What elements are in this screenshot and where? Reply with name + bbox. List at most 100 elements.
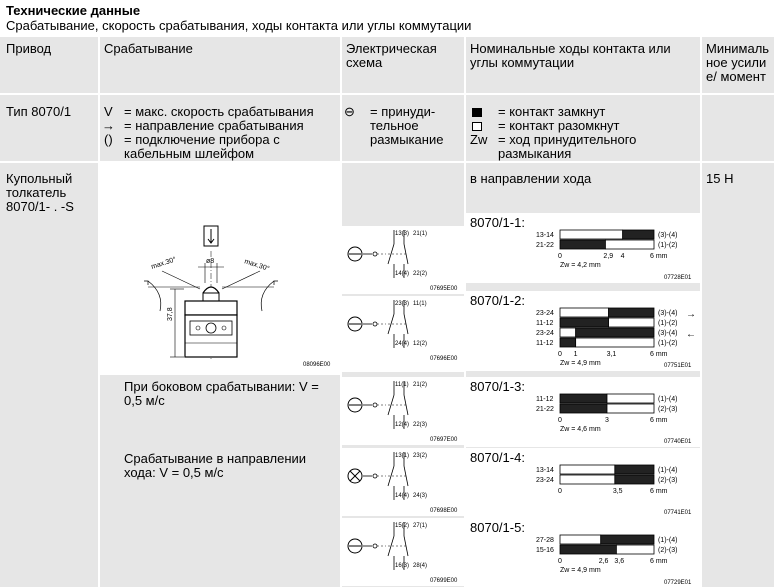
open-segment	[608, 317, 655, 328]
open-contact-text: = контакт разомкнут	[498, 118, 620, 133]
scheme-panel	[342, 518, 464, 586]
closed-segment	[559, 403, 608, 414]
terminal-pair-label: (1)-(2)	[658, 320, 677, 327]
open-segment	[606, 393, 655, 404]
header-strokes: Номинальные ходы контакта или углы комму…	[470, 41, 671, 70]
tick-label: 4	[621, 253, 625, 260]
along-actuation-text: Срабатывание в направлении хода: V = 0,5…	[124, 451, 307, 480]
terminal-pair-label: (1)-(2)	[658, 242, 677, 249]
height-label: 37,8	[167, 307, 174, 321]
forced-break-text: = принуди- тельное размыкание	[370, 104, 444, 147]
legend-arrow-text: = направление срабатывания	[124, 118, 304, 133]
tick-label: 2,6	[599, 558, 609, 565]
terminal-label: 12(2)	[413, 341, 427, 347]
terminal-pair-label: (3)-(4)	[658, 330, 677, 337]
terminal-label: 16(3)	[395, 563, 409, 569]
model-label: 8070/1-5:	[470, 520, 525, 535]
tick-label: 0	[558, 558, 562, 565]
terminal-label: 23(3)	[395, 301, 409, 307]
direction-label: в направлении хода	[470, 171, 592, 186]
open-segment	[559, 534, 602, 545]
tick-label: 6 mm	[650, 558, 668, 565]
wiring-scheme: 13(1)23(2)14(4)24(3)07698E00	[347, 452, 458, 514]
page-subtitle: Срабатывание, скорость срабатывания, ход…	[6, 18, 472, 33]
header-actuator: Привод	[6, 41, 52, 56]
legend-row	[0, 95, 774, 161]
zw-value: Zw = 4,9 mm	[560, 567, 601, 574]
terminal-pair-label: (3)-(4)	[658, 232, 677, 239]
closed-segment	[608, 307, 655, 318]
terminal-label: 21(1)	[413, 231, 427, 237]
tick-label: 0	[558, 488, 562, 495]
terminal-pair-label: (2)-(3)	[658, 406, 677, 413]
model-label: 8070/1-3:	[470, 379, 525, 394]
terminal-label: 13(3)	[395, 231, 409, 237]
col-divider	[464, 37, 466, 587]
max-angle-left-label: max.30°	[150, 255, 177, 271]
open-segment	[559, 229, 624, 240]
type-label: Тип 8070/1	[6, 104, 72, 119]
scheme-panel	[342, 296, 464, 372]
tick-label: 6 mm	[650, 253, 668, 260]
tick-label: 2,9	[603, 253, 613, 260]
stroke-chart: 23-24(3)-(4)→11-12(1)-(2)23-24(3)-(4)←11…	[536, 307, 696, 369]
max-angle-right-label: max.30°	[243, 257, 270, 273]
open-segment	[559, 327, 577, 338]
terminal-label: 11(1)	[413, 301, 427, 307]
zw-value: Zw = 4,2 mm	[560, 262, 601, 269]
open-contact-icon	[472, 122, 482, 131]
closed-contact-icon	[472, 108, 482, 117]
drawing-code: 08096E00	[303, 362, 331, 368]
scheme-code: 07695E00	[430, 286, 458, 292]
terminal-label: 27(1)	[413, 523, 427, 529]
contact-label: 21-22	[536, 406, 554, 413]
tick-label: 3,5	[613, 488, 623, 495]
scheme-panel	[342, 226, 464, 294]
diameter-label: ø8	[206, 258, 214, 265]
tick-label: 1	[574, 351, 578, 358]
arrow-left-icon: ←	[686, 329, 696, 340]
zw-value: Zw = 4,9 mm	[560, 360, 601, 367]
actuator-name: Купольный толкатель 8070/1- . -S	[6, 171, 74, 214]
contact-label: 23-24	[536, 330, 554, 337]
scheme-code: 07696E00	[430, 356, 458, 362]
tick-label: 6 mm	[650, 488, 668, 495]
wiring-scheme: 13(3)21(1)14(4)22(2)07695E00	[347, 230, 458, 292]
closed-segment	[622, 229, 655, 240]
terminal-pair-label: (3)-(4)	[658, 310, 677, 317]
open-segment	[605, 239, 655, 250]
terminal-pair-label: (2)-(3)	[658, 477, 677, 484]
closed-segment	[575, 327, 655, 338]
open-segment	[559, 474, 616, 485]
tick-label: 3	[605, 417, 609, 424]
chart-code: 07751E01	[664, 363, 692, 369]
legend-arrow-symbol: →	[102, 118, 115, 133]
contact-label: 11-12	[536, 340, 553, 347]
actuator-drawing: max.30° max.30° ø8 37,8 08096E00	[144, 225, 331, 368]
terminal-label: 14(4)	[395, 493, 409, 499]
wiring-scheme: 23(3)11(1)24(4)12(2)07696E00	[347, 300, 458, 362]
terminal-label: 13(1)	[395, 453, 409, 459]
closed-segment	[600, 534, 655, 545]
chart-code: 07729E01	[664, 580, 692, 586]
contact-label: 23-24	[536, 310, 554, 317]
arrow-right-icon: →	[686, 309, 696, 320]
closed-segment	[559, 337, 577, 348]
model-label: 8070/1-1:	[470, 215, 525, 230]
chart-code: 07728E01	[664, 275, 692, 281]
legend-paren-text: = подключение прибора с кабельным шлейфо…	[124, 132, 280, 161]
zw-symbol: Zw	[470, 132, 488, 147]
header-schema: Электрическая схема	[346, 41, 437, 70]
open-segment	[559, 464, 616, 475]
terminal-pair-label: (1)-(4)	[658, 396, 677, 403]
open-segment	[615, 544, 655, 555]
tick-label: 0	[558, 253, 562, 260]
header-force: Минимальное усилие/ момент	[706, 41, 770, 84]
side-actuation-text: При боковом срабатывании: V = 0,5 м/с	[124, 379, 319, 408]
chart-code: 07741E01	[664, 510, 692, 516]
terminal-label: 22(3)	[413, 422, 427, 428]
closed-segment	[614, 474, 655, 485]
